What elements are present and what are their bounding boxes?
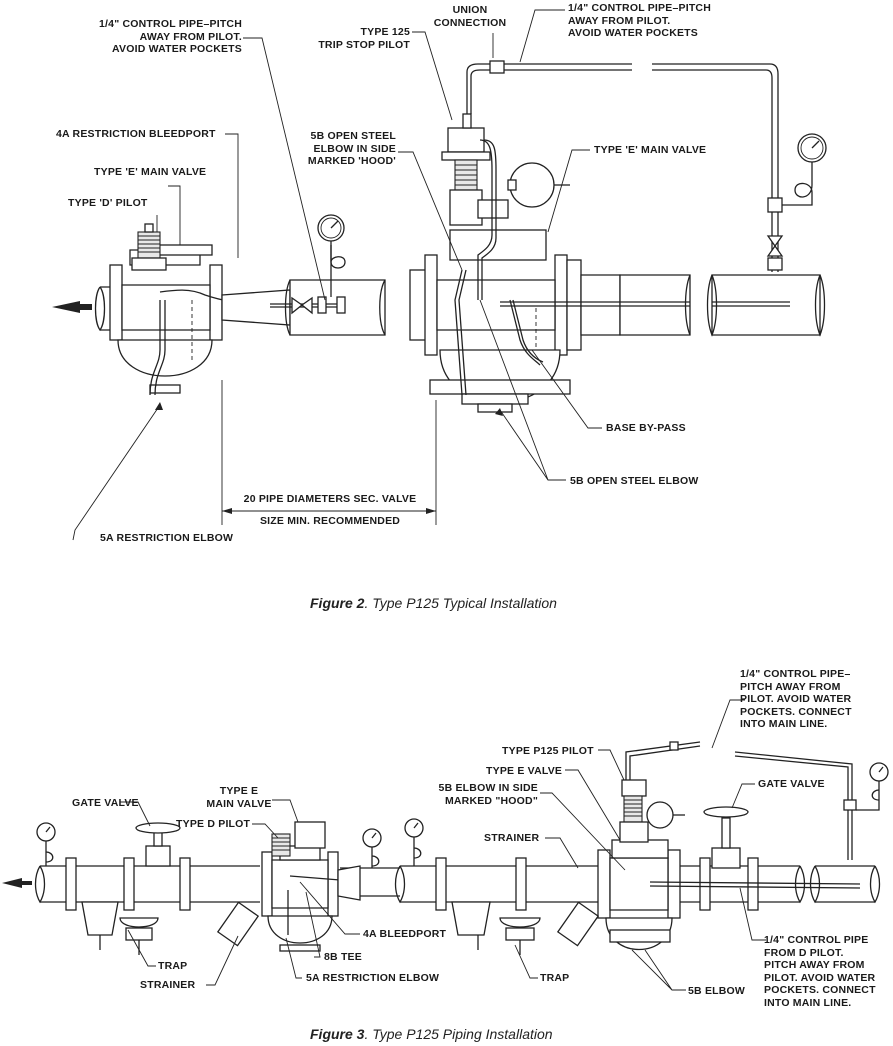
figure3-caption-number: Figure 3 [310, 1026, 365, 1042]
gate-valve-handwheel-icon [135, 822, 181, 834]
label-main-valve-left: TYPE 'E' MAIN VALVE [94, 166, 207, 178]
label-restriction-elbow-fig3: 5A RESTRICTION ELBOW [306, 972, 440, 984]
label-d-pilot: TYPE 'D' PILOT [68, 197, 148, 209]
trap-left-body [99, 917, 159, 955]
label-control-pipe-right: 1/4" CONTROL PIPE–PITCH AWAY FROM PILOT.… [568, 2, 711, 39]
gate-valve-right [703, 806, 749, 869]
label-dimension-line2: SIZE MIN. RECOMMENDED [259, 515, 401, 527]
flanges [65, 849, 759, 919]
pressure-gauge-icon [856, 762, 889, 811]
trip-stop-tubing [454, 139, 544, 396]
label-type-e-valve: TYPE E VALVE [486, 765, 563, 777]
label-trap-left: TRAP [158, 960, 188, 972]
needle-valve-icon [766, 235, 784, 257]
figure2-caption-number: Figure 2 [310, 595, 365, 611]
pressure-gauge-icon [404, 818, 424, 866]
label-open-elbow-side: 5B OPEN STEEL ELBOW IN SIDE MARKED 'HOOD… [307, 130, 396, 167]
right-main-valve [409, 229, 582, 413]
gate-valve-left [135, 822, 181, 867]
label-control-pipe-left: 1/4" CONTROL PIPE–PITCH AWAY FROM PILOT.… [99, 18, 242, 55]
leader-lines-fig2 [72, 9, 602, 541]
label-control-pipe-top: 1/4" CONTROL PIPE– PITCH AWAY FROM PILOT… [740, 668, 852, 730]
label-main-valve-right: TYPE 'E' MAIN VALVE [594, 144, 707, 156]
figure3-caption-text: . Type P125 Piping Installation [364, 1026, 553, 1042]
fig3-reducer [337, 865, 361, 901]
downstream-pipes [500, 274, 826, 337]
label-strainer-left: STRAINER [140, 979, 196, 991]
pressure-gauge-icon [36, 822, 56, 866]
d-pilot [131, 223, 167, 271]
figure3-caption: Figure 3. Type P125 Piping Installation [310, 1026, 553, 1042]
figure2-caption-text: . Type P125 Typical Installation [364, 595, 557, 611]
leader-lines-fig3 [120, 699, 766, 991]
strainer-right-body [451, 901, 600, 947]
dimension-line [221, 380, 437, 525]
figure2-caption: Figure 2. Type P125 Typical Installation [310, 595, 557, 611]
label-trip-stop-pilot: TYPE 125 TRIP STOP PILOT [318, 26, 410, 51]
label-trap-right: TRAP [540, 972, 570, 984]
trip-stop-pilot [441, 113, 570, 226]
label-gate-valve-left: GATE VALVE [72, 797, 139, 809]
needle-valve-icon [291, 296, 313, 315]
label-restriction-bleedport: 4A RESTRICTION BLEEDPORT [56, 128, 216, 140]
label-union-connection: UNION CONNECTION [433, 4, 507, 29]
label-dimension-line1: 20 PIPE DIAMETERS SEC. VALVE [243, 493, 417, 505]
label-p125-pilot: TYPE P125 PILOT [502, 745, 594, 757]
pressure-gauge-icon [362, 828, 382, 868]
label-elbow-side-hood: 5B ELBOW IN SIDE MARKED "HOOD" [438, 782, 538, 807]
fig3-left-main-valve [267, 821, 341, 952]
label-control-pipe-bottom: 1/4" CONTROL PIPE FROM D PILOT. PITCH AW… [764, 934, 876, 1009]
flow-arrow-icon [2, 878, 32, 888]
restriction-tube [149, 300, 161, 396]
strainer-left-body [81, 901, 260, 947]
label-open-steel-elbow: 5B OPEN STEEL ELBOW [570, 475, 699, 487]
label-bleedport-fig3: 4A BLEEDPORT [363, 928, 447, 940]
fig3-upper-control-pipe [669, 741, 857, 860]
label-d-pilot-fig3: TYPE D PILOT [176, 818, 251, 830]
label-gate-valve-right: GATE VALVE [758, 778, 825, 790]
label-restriction-elbow: 5A RESTRICTION ELBOW [100, 532, 234, 544]
main-pipeline [34, 865, 881, 904]
gate-valve-handwheel-icon [703, 806, 749, 818]
flow-arrow-icon [52, 301, 92, 313]
fig3-lower-control-pipe [649, 881, 861, 889]
label-type-e-main-valve: TYPE E MAIN VALVE [206, 785, 272, 810]
trap-right-body [477, 917, 541, 955]
sensing-line-left [270, 245, 346, 315]
label-tee: 8B TEE [324, 951, 362, 963]
fig3-right-main-valve [605, 741, 701, 950]
pressure-gauge-icon [782, 133, 827, 206]
label-base-bypass: BASE BY-PASS [606, 422, 686, 434]
upper-control-pipe [466, 60, 784, 272]
label-5b-elbow: 5B ELBOW [688, 985, 746, 997]
pressure-gauge-icon [317, 214, 346, 269]
label-strainer-top: STRAINER [484, 832, 540, 844]
